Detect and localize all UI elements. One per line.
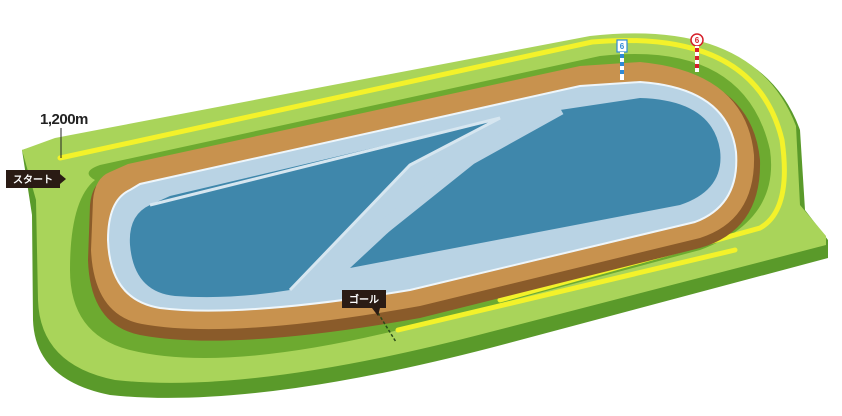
infield-pond-right <box>350 98 721 268</box>
pole-number-blue: 6 <box>620 42 625 51</box>
goal-label: ゴール <box>349 293 379 306</box>
infield-pond-left <box>129 118 501 298</box>
start-label: スタート <box>13 174 53 186</box>
furlong-pole-blue: 6 <box>616 39 628 80</box>
infield-diagonal-path <box>295 101 564 298</box>
distance-label: 1,200m <box>40 111 88 128</box>
yellow-rail-outer <box>57 37 787 303</box>
yellow-rail-home <box>395 247 738 333</box>
start-tag: スタート <box>6 170 66 188</box>
goal-line <box>377 312 397 343</box>
furlong-pole-red: 6 <box>690 33 704 72</box>
pole-number-red: 6 <box>695 36 700 45</box>
inner-rail <box>106 80 738 312</box>
infield-pond-left-top <box>149 116 501 292</box>
goal-tag: ゴール <box>342 290 386 316</box>
